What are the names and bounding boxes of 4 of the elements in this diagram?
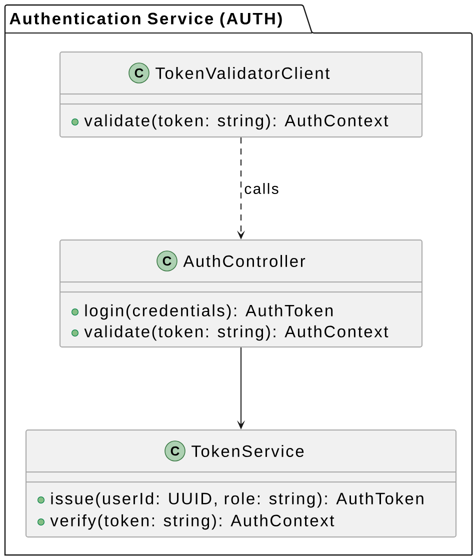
edge-label: calls xyxy=(243,182,280,195)
class-box: C TokenService issue(userId: UUID, role: string): AuthToken verify(token: string): AuthContext xyxy=(26,430,456,538)
class-box: C AuthController login(credentials): AuthToken validate(token: string): AuthContext xyxy=(60,240,422,348)
class-box: C TokenValidatorClient validate(token: string): AuthContext xyxy=(60,52,422,138)
